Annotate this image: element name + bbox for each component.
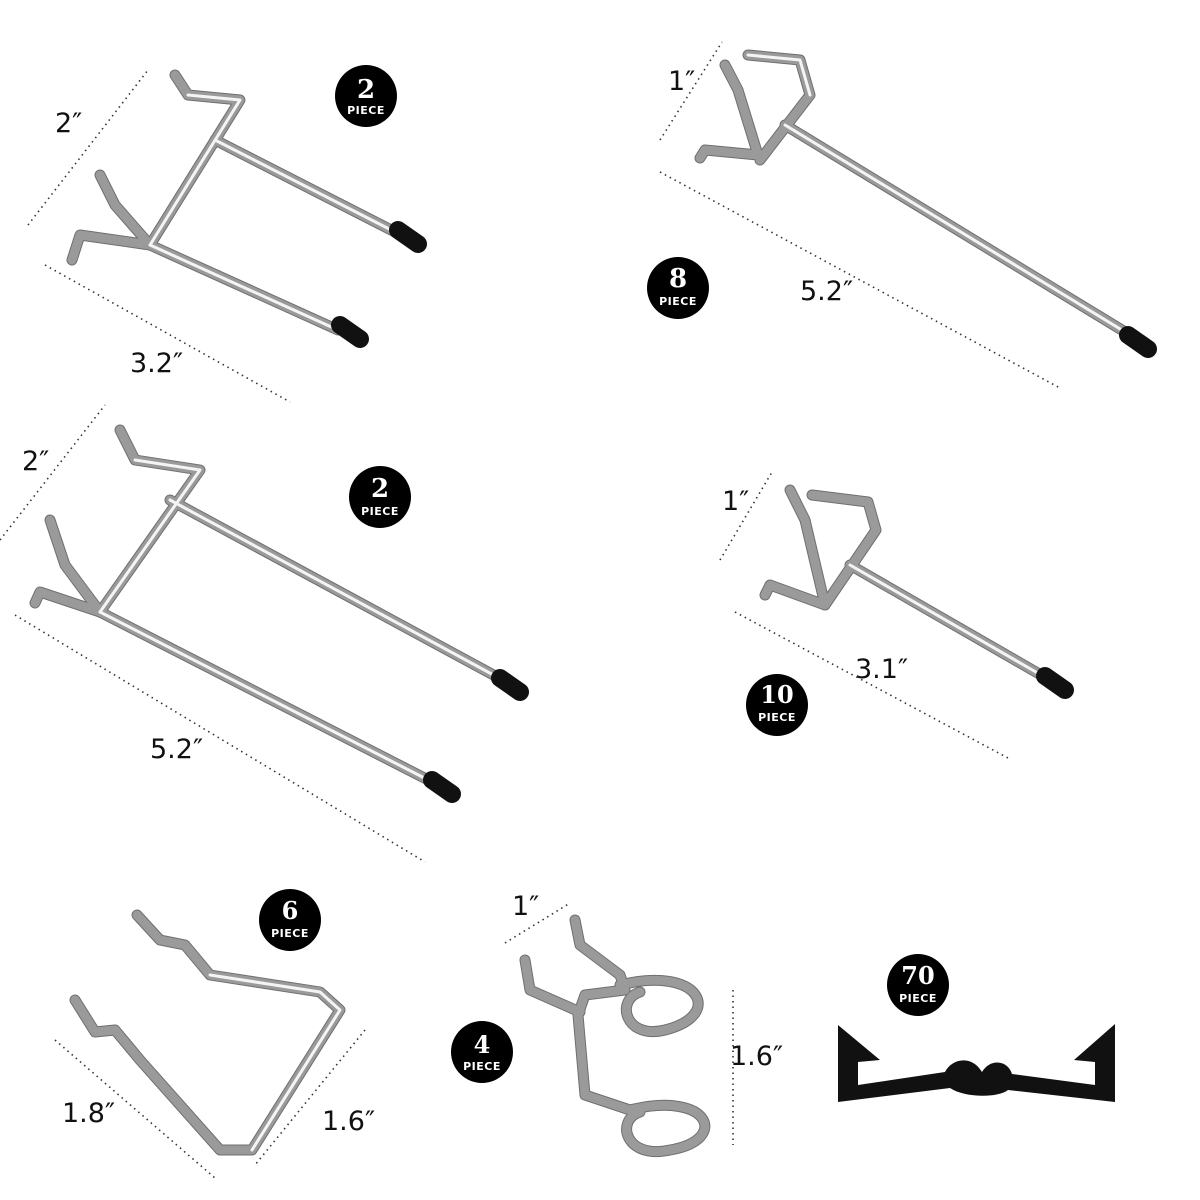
- badge-unit: PIECE: [463, 1060, 501, 1073]
- badge-count: 8: [669, 264, 687, 294]
- badge-unit: PIECE: [659, 295, 697, 308]
- badge-unit: PIECE: [361, 505, 399, 518]
- hook-lock-clip: 70 PIECE: [838, 954, 1115, 1102]
- dimension-label: 1″: [722, 486, 749, 517]
- dimension-label: 5.2″: [800, 276, 853, 307]
- rubber-cap: [340, 325, 360, 339]
- badge-unit: PIECE: [347, 104, 385, 117]
- hook-single-short: 1″ 3.1″ 10 PIECE: [719, 471, 1065, 759]
- dimension-label: 3.2″: [130, 348, 183, 379]
- dimension-label: 1.6″: [322, 1106, 375, 1137]
- rubber-cap: [432, 780, 452, 794]
- dimension-label: 3.1″: [855, 654, 908, 685]
- dimension-label: 2″: [22, 446, 49, 477]
- dimension-label: 1.8″: [62, 1098, 115, 1129]
- lock-clip-shape: [838, 1024, 1115, 1102]
- quantity-badge: 6 PIECE: [259, 889, 321, 951]
- hook-single-long: 1″ 5.2″ 8 PIECE: [647, 41, 1148, 389]
- rubber-cap: [1045, 676, 1065, 690]
- quantity-badge: 2 PIECE: [335, 65, 397, 127]
- rubber-cap: [500, 678, 520, 692]
- quantity-badge: 70 PIECE: [887, 954, 949, 1016]
- quantity-badge: 8 PIECE: [647, 257, 709, 319]
- hook-double-long: 2″ 5.2″ 2 PIECE: [0, 404, 520, 863]
- dimension-label: 1.6″: [730, 1041, 783, 1072]
- badge-unit: PIECE: [758, 711, 796, 724]
- badge-count: 2: [371, 474, 389, 504]
- quantity-badge: 10 PIECE: [746, 674, 808, 736]
- dimension-label: 1″: [668, 66, 695, 97]
- badge-count: 10: [760, 680, 793, 709]
- dimension-label: 2″: [55, 108, 82, 139]
- quantity-badge: 2 PIECE: [349, 466, 411, 528]
- badge-count: 4: [474, 1030, 491, 1059]
- hook-double-short: 2″ 3.2″ 2 PIECE: [27, 65, 418, 403]
- badge-count: 6: [282, 896, 299, 925]
- rubber-cap: [398, 230, 418, 244]
- dimension-label: 1″: [512, 891, 539, 922]
- hook-u-shape: 1.8″ 1.6″ 6 PIECE: [54, 889, 375, 1179]
- badge-count: 2: [357, 75, 375, 105]
- badge-unit: PIECE: [899, 992, 937, 1005]
- quantity-badge: 4 PIECE: [451, 1021, 513, 1083]
- rubber-cap: [1128, 335, 1148, 349]
- hook-ring-holder: 1″ 1.6″ 4 PIECE: [451, 891, 783, 1158]
- badge-unit: PIECE: [271, 927, 309, 940]
- dimension-label: 5.2″: [150, 734, 203, 765]
- badge-count: 70: [901, 961, 934, 990]
